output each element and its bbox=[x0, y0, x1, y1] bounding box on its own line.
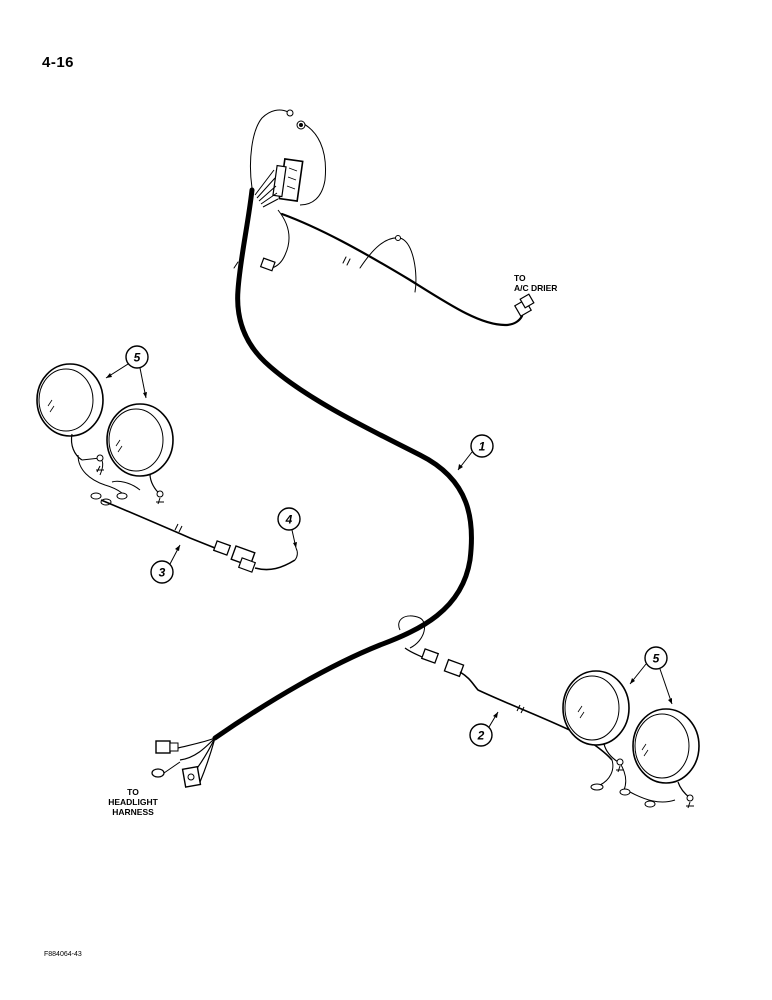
callout-5-left: 5 bbox=[105, 345, 149, 399]
right-lamp-lower bbox=[616, 708, 700, 809]
left-lamp-upper bbox=[36, 363, 104, 461]
small-branch-connector bbox=[259, 209, 290, 272]
right-branch-harness bbox=[398, 615, 676, 808]
callout-5-right: 5 bbox=[629, 646, 673, 705]
to-ac-drier-label-1: TO bbox=[514, 273, 526, 283]
callout-1: 1 bbox=[457, 434, 494, 471]
ac-drier-branch bbox=[280, 212, 535, 327]
to-headlight-label-1: TO bbox=[127, 787, 139, 797]
headlight-harness-end bbox=[151, 737, 216, 788]
left-lamp-wiring bbox=[77, 454, 298, 573]
svg-text:4: 4 bbox=[285, 513, 293, 527]
to-headlight-label-2: HEADLIGHT bbox=[108, 797, 158, 807]
svg-text:2: 2 bbox=[477, 729, 485, 743]
figure-code: F884064-43 bbox=[44, 951, 82, 958]
callout-4: 4 bbox=[277, 507, 301, 549]
page-number: 4-16 bbox=[42, 54, 75, 71]
callout-2: 2 bbox=[469, 711, 499, 747]
callout-3: 3 bbox=[150, 544, 181, 584]
to-ac-drier-label-2: A/C DRIER bbox=[514, 283, 557, 293]
svg-text:1: 1 bbox=[479, 440, 486, 454]
relay-connector-block bbox=[254, 158, 304, 208]
svg-text:5: 5 bbox=[134, 351, 141, 365]
ground-wire-top bbox=[249, 109, 327, 206]
main-harness bbox=[212, 187, 475, 741]
svg-text:5: 5 bbox=[653, 652, 660, 666]
left-lamp-lower bbox=[106, 403, 174, 495]
svg-text:3: 3 bbox=[159, 566, 166, 580]
to-headlight-label-3: HARNESS bbox=[112, 807, 154, 817]
right-lamp-upper bbox=[562, 670, 630, 763]
